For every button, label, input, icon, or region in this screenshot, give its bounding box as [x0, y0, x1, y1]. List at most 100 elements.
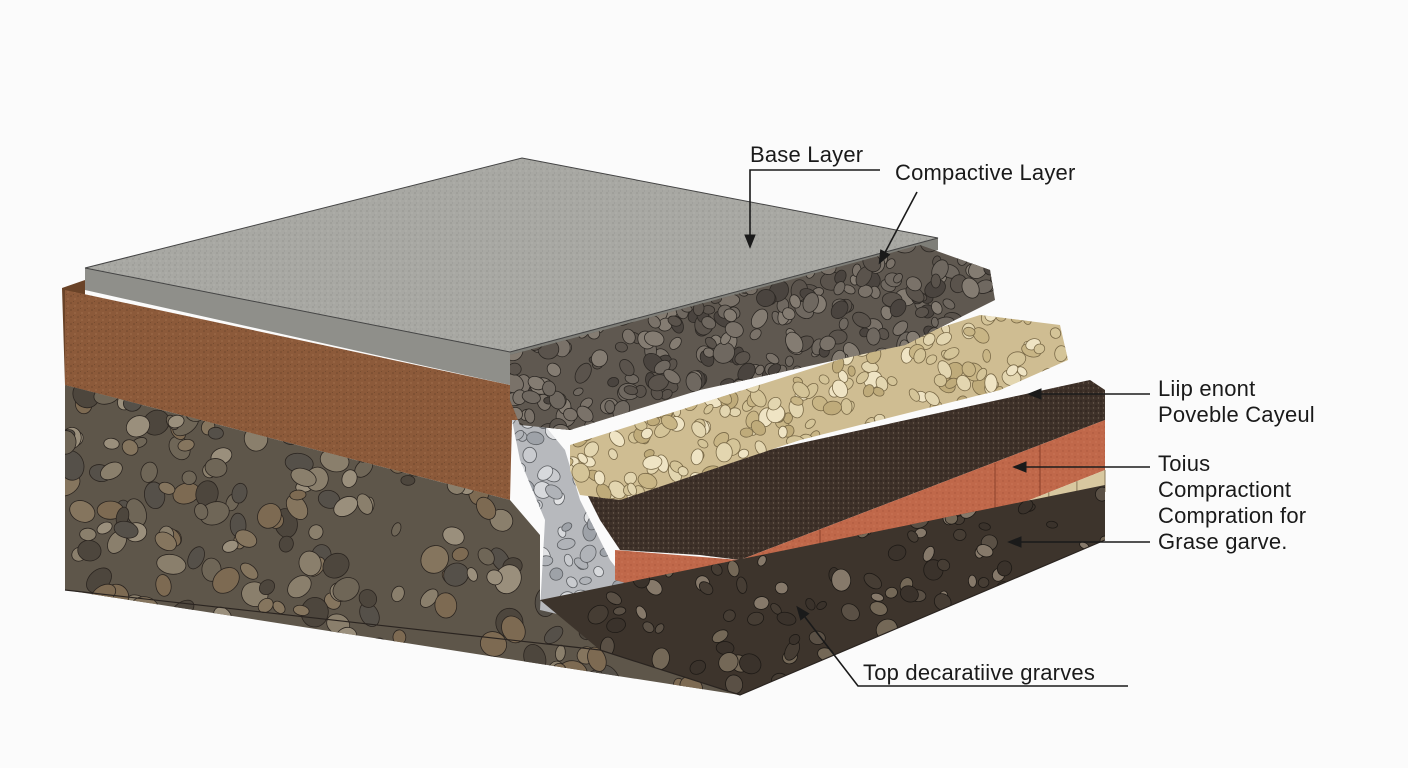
- stone-texture: [272, 600, 286, 614]
- stone-texture: [841, 603, 860, 622]
- stone-texture: [257, 648, 285, 678]
- stone-texture: [963, 326, 976, 337]
- stone-texture: [784, 355, 794, 367]
- stone-texture: [447, 677, 469, 695]
- stone-texture: [840, 659, 862, 681]
- stone-texture: [406, 654, 426, 677]
- stone-texture: [884, 637, 899, 653]
- stone-texture: [792, 381, 810, 399]
- stone-texture: [561, 522, 573, 532]
- stone-texture: [818, 374, 830, 385]
- stone-texture: [822, 400, 842, 416]
- stone-texture: [332, 577, 360, 602]
- stone-texture: [816, 601, 827, 610]
- stone-texture: [642, 621, 655, 633]
- stone-texture: [179, 624, 197, 642]
- stone-texture: [1049, 327, 1062, 339]
- stone-texture: [747, 611, 765, 626]
- stone-texture: [420, 545, 449, 574]
- stone-texture: [187, 546, 205, 570]
- stone-texture: [69, 638, 87, 658]
- stone-texture: [614, 341, 628, 353]
- stone-texture: [873, 413, 886, 424]
- stone-texture: [889, 298, 907, 318]
- stone-texture: [121, 439, 139, 456]
- stone-texture: [477, 547, 495, 566]
- stone-texture: [258, 579, 276, 596]
- stone-texture: [476, 496, 497, 520]
- stone-texture: [937, 558, 951, 572]
- stone-texture: [179, 638, 200, 661]
- stone-texture: [893, 630, 910, 650]
- stone-texture: [703, 403, 714, 415]
- stone-texture: [866, 327, 881, 346]
- stone-texture: [623, 471, 637, 485]
- stone-texture: [156, 553, 187, 575]
- stone-texture: [102, 680, 117, 694]
- stone-texture: [545, 669, 558, 679]
- stone-texture: [512, 420, 516, 425]
- stone-texture: [677, 466, 689, 477]
- stone-texture: [400, 475, 416, 486]
- stone-texture: [914, 640, 936, 658]
- stone-texture: [961, 361, 976, 377]
- stone-texture: [723, 308, 738, 323]
- stone-texture: [922, 545, 935, 562]
- stone-texture: [691, 421, 707, 438]
- stone-texture: [802, 292, 819, 313]
- stone-texture: [1024, 315, 1037, 319]
- label-top-decorative: Top decaratiive grarves: [863, 660, 1096, 685]
- stone-texture: [161, 615, 177, 629]
- stone-texture: [167, 414, 185, 429]
- stone-texture: [736, 576, 748, 594]
- stone-texture: [593, 470, 606, 486]
- stone-texture: [107, 680, 126, 695]
- stone-texture: [96, 521, 113, 535]
- stone-texture: [607, 377, 620, 388]
- stone-texture: [587, 646, 607, 672]
- stone-texture: [924, 391, 940, 406]
- stone-texture: [788, 634, 801, 645]
- stone-texture: [1060, 611, 1077, 628]
- stone-texture: [756, 289, 776, 307]
- stone-texture: [385, 647, 408, 674]
- stone-texture: [254, 629, 278, 651]
- stone-texture: [776, 611, 797, 626]
- stone-texture: [690, 448, 704, 466]
- stone-texture: [65, 641, 76, 659]
- stone-texture: [212, 567, 240, 594]
- stone-texture: [729, 407, 741, 418]
- stone-texture: [635, 605, 647, 620]
- stone-texture: [1017, 499, 1034, 515]
- stone-texture: [739, 653, 762, 675]
- stone-texture: [458, 690, 478, 695]
- stone-texture: [65, 630, 80, 647]
- stone-texture: [100, 461, 123, 481]
- stone-texture: [543, 625, 564, 644]
- stone-texture: [65, 430, 77, 455]
- stone-texture: [391, 522, 402, 537]
- stone-texture: [522, 446, 537, 464]
- stone-texture: [908, 388, 920, 402]
- stone-texture: [285, 645, 307, 668]
- stone-texture: [983, 246, 995, 257]
- stone-texture: [712, 341, 736, 364]
- stone-texture: [65, 611, 82, 629]
- stone-texture: [937, 360, 952, 379]
- stone-texture: [604, 400, 616, 414]
- stone-texture: [356, 493, 374, 515]
- stone-texture: [177, 438, 195, 452]
- stone-texture: [915, 306, 929, 318]
- stone-texture: [833, 281, 846, 296]
- stone-texture: [566, 576, 578, 589]
- stone-texture: [931, 316, 939, 328]
- stone-texture: [391, 585, 405, 602]
- stone-texture: [593, 566, 604, 578]
- stone-texture: [978, 522, 991, 531]
- stone-texture: [831, 678, 842, 690]
- stone-texture: [197, 618, 212, 636]
- stone-texture: [1033, 343, 1046, 355]
- stone-texture: [591, 349, 608, 368]
